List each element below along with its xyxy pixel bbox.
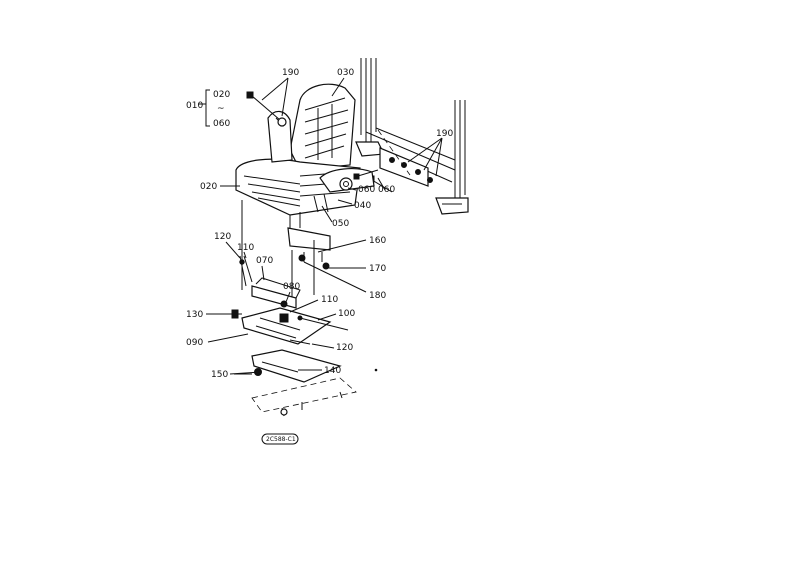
callout-080: 080 [283,282,300,292]
callout-090: 090 [186,338,203,348]
leader-lines [206,77,443,375]
callout-140: 140 [324,366,341,376]
callout-150: 150 [211,370,228,380]
seat-assembly [235,83,379,270]
callout-120-top: 120 [214,232,231,242]
suspension-assembly [206,255,357,417]
callout-110-mid: 110 [321,295,338,305]
callout-060-b: 060 [378,185,395,195]
guide-lines [241,129,411,300]
callout-180: 180 [369,291,386,301]
callout-130: 130 [186,310,203,320]
stray-mark [374,368,378,372]
callout-040: 040 [354,201,371,211]
parts-group-bracket: 010 020 ~ 060 [186,89,230,129]
callout-070: 070 [256,256,273,266]
callout-020: 020 [200,182,217,192]
group-tilde-label: ~ [217,104,225,114]
callout-030: 030 [337,68,354,78]
callout-060-a: 060 [358,185,375,195]
callout-190-top: 190 [282,68,299,78]
callout-110-top: 110 [237,243,254,253]
callout-160: 160 [369,236,386,246]
drawing-code-label: 2C588-C1 [266,436,296,443]
callout-190-right: 190 [436,129,453,139]
group-range-end-label: 060 [213,119,230,129]
callout-170: 170 [369,264,386,274]
group-main-label: 010 [186,101,203,111]
callout-120-mid: 120 [336,343,353,353]
callout-labels: 190 030 190 020 060 060 040 050 160 170 … [186,68,453,380]
drawing-code: 2C588-C1 [261,433,299,445]
callout-100: 100 [338,309,355,319]
callout-050: 050 [332,219,349,229]
group-range-start-label: 020 [213,90,230,100]
